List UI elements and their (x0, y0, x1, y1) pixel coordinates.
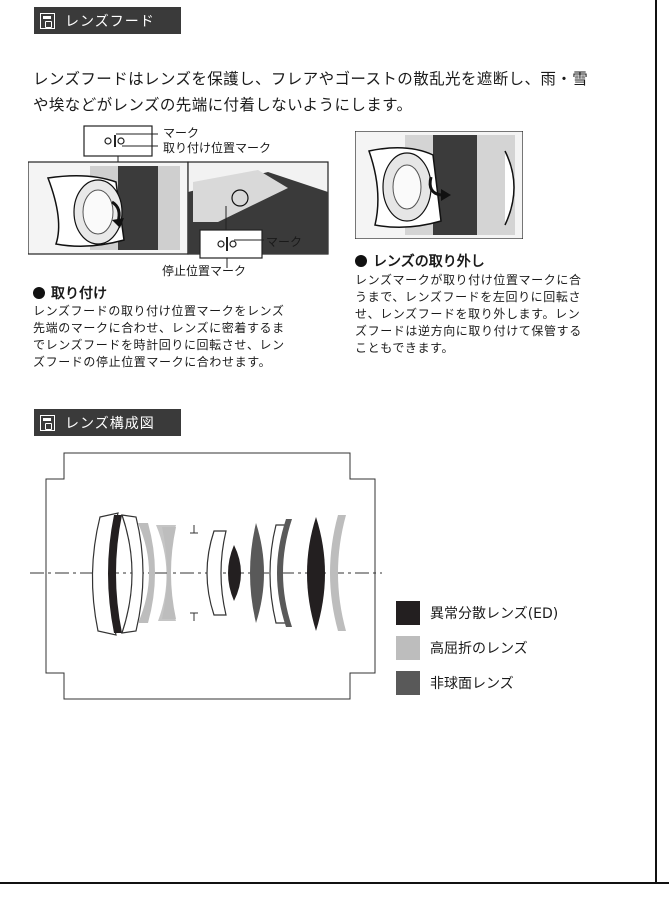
bullet-icon (33, 287, 45, 299)
remove-heading: レンズの取り外し (355, 251, 485, 271)
legend-swatch (396, 636, 420, 660)
legend-item-aspherical: 非球面レンズ (396, 671, 514, 695)
legend-swatch (396, 601, 420, 625)
document-icon (40, 414, 55, 431)
lens-element-13 (330, 515, 346, 631)
section-header-lens-hood: レンズフード (34, 7, 181, 34)
remove-illustration (355, 131, 523, 239)
section-header-lens-diagram: レンズ構成図 (34, 409, 181, 436)
lens-element-9 (250, 523, 264, 623)
attach-instructions: レンズフードの取り付け位置マークをレンズ 先端のマークに合わせ、レンズに密着する… (33, 304, 285, 369)
legend-item-ed: 異常分散レンズ(ED) (396, 601, 558, 625)
callout-stop-mark: 停止位置マーク (162, 264, 247, 278)
lens-element-3 (121, 514, 144, 634)
attach-illustration (28, 125, 329, 268)
legend-swatch (396, 671, 420, 695)
legend-item-high-index: 高屈折のレンズ (396, 636, 528, 660)
callout-mark-top: マーク (163, 126, 200, 140)
lens-element-2 (108, 515, 122, 633)
lens-construction-diagram (30, 452, 382, 700)
section-title: レンズ構成図 (65, 415, 155, 432)
document-icon (40, 12, 55, 29)
barrel-outline (45, 452, 376, 700)
lens-element-7 (206, 530, 227, 616)
lens-element-4 (138, 523, 155, 623)
intro-text: レンズフードはレンズを保護し、フレアやゴーストの散乱光を遮断し、雨・雪 や埃など… (33, 70, 589, 114)
remove-instructions: レンズマークが取り付け位置マークに合 うまで、レンズフードを左回りに回転さ せ、… (355, 273, 582, 355)
attach-heading: 取り付け (33, 283, 107, 303)
lens-element-11 (277, 519, 292, 627)
lens-element-8 (228, 545, 241, 601)
bullet-icon (355, 255, 367, 267)
callout-mount-mark: 取り付け位置マーク (163, 141, 272, 155)
section-title: レンズフード (65, 13, 155, 30)
lens-element-6 (162, 527, 176, 619)
callout-mark-bottom: マーク (266, 235, 303, 249)
lens-element-12 (307, 517, 325, 631)
page-edge-rule (655, 0, 657, 884)
page-bottom-rule (0, 882, 669, 884)
